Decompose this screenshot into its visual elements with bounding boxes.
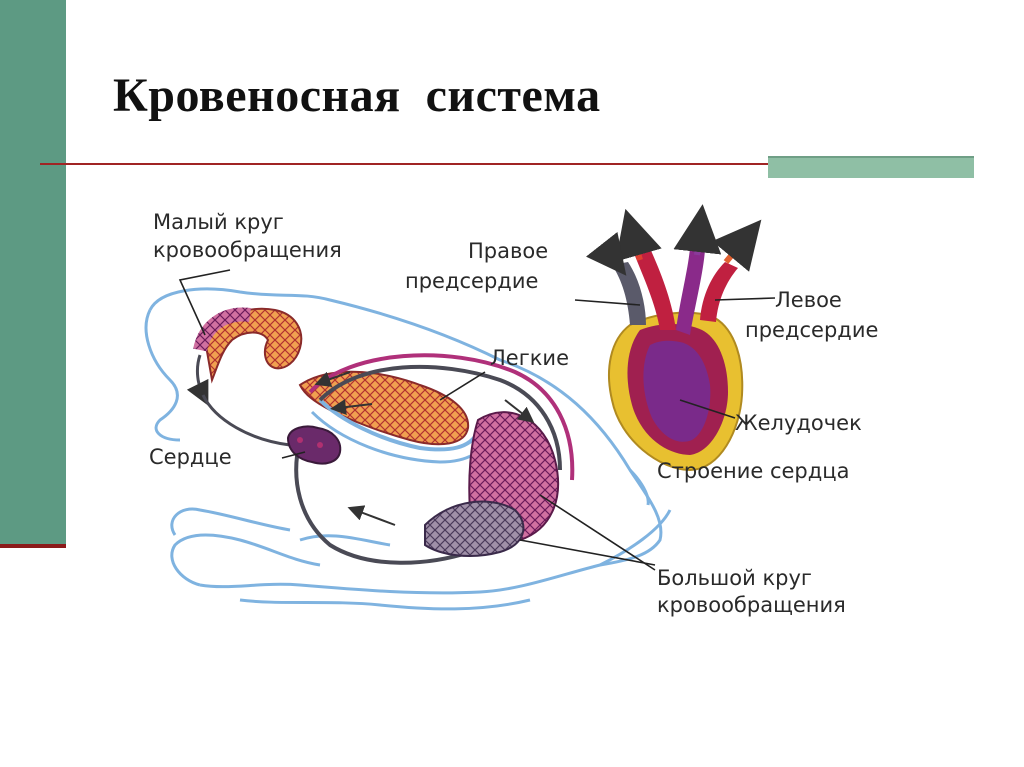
title-divider-accent [768,158,974,178]
frog-heart [286,425,342,465]
label-heart-structure: Строение сердца [657,459,849,483]
label-big-circle-1: Большой круг [657,566,812,590]
label-big-circle-2: кровообращения [657,593,846,617]
frog-body-outline [144,287,672,611]
label-heart: Сердце [149,445,232,469]
systemic-circuit [294,353,575,565]
left-accent-underline [0,544,66,548]
label-right-atrium-1: Правое [468,239,548,263]
label-pointer-lines [178,269,776,571]
label-left-atrium-2: предсердие [745,318,878,342]
label-right-atrium-2: предсердие [405,269,538,293]
title-divider-line [40,163,974,165]
label-ventricle: Желудочек [735,411,862,435]
label-small-circle-2: кровообращения [153,238,342,262]
label-lungs: Легкие [490,346,569,370]
label-small-circle-1: Малый круг [153,210,284,234]
lungs-illustration [298,370,492,464]
slide-title: Кровеносная система [113,69,601,122]
pulmonary-circuit [186,307,303,447]
title-divider-accent-edge [768,156,974,159]
heart-structure-illustration [585,204,762,472]
label-left-atrium-1: Левое [775,288,842,312]
left-accent-bar [0,0,66,546]
